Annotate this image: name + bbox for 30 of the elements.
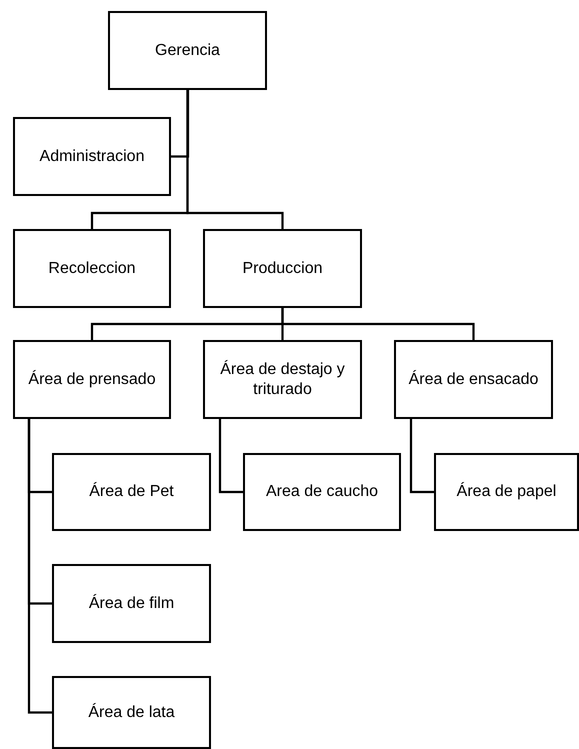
org-box: [13, 117, 171, 196]
box-label: Area de caucho: [266, 482, 378, 502]
box-label: Administracion: [40, 146, 144, 166]
box-label: Gerencia: [155, 40, 220, 60]
box-label: Área de ensacado: [408, 370, 538, 390]
org-box: [13, 340, 171, 419]
org-box: [108, 11, 267, 90]
org-box: [52, 676, 211, 749]
box-label: Recoleccion: [48, 258, 136, 278]
org-box: [243, 453, 401, 531]
org-box: [394, 340, 553, 419]
org-box: [203, 229, 362, 308]
connector-line: [281, 308, 475, 340]
box-label: Produccion: [242, 258, 323, 278]
box-label: Área de Pet: [89, 482, 174, 502]
box-label: Área de film: [88, 594, 174, 614]
org-box: [52, 453, 211, 531]
box-label: Área de prensado: [28, 370, 156, 390]
org-box: [13, 229, 171, 308]
connector-line: [186, 90, 284, 229]
box-label: Área de destajo y triturado: [219, 360, 346, 400]
org-box: [434, 453, 579, 531]
org-box: [52, 564, 211, 643]
connector-line: [171, 90, 190, 158]
box-label: Área de papel: [456, 482, 556, 502]
connector-line: [410, 419, 434, 494]
box-label: Área de lata: [88, 702, 175, 722]
connector-line: [218, 419, 243, 494]
connector-line: [28, 419, 52, 714]
org-box: [203, 340, 362, 419]
